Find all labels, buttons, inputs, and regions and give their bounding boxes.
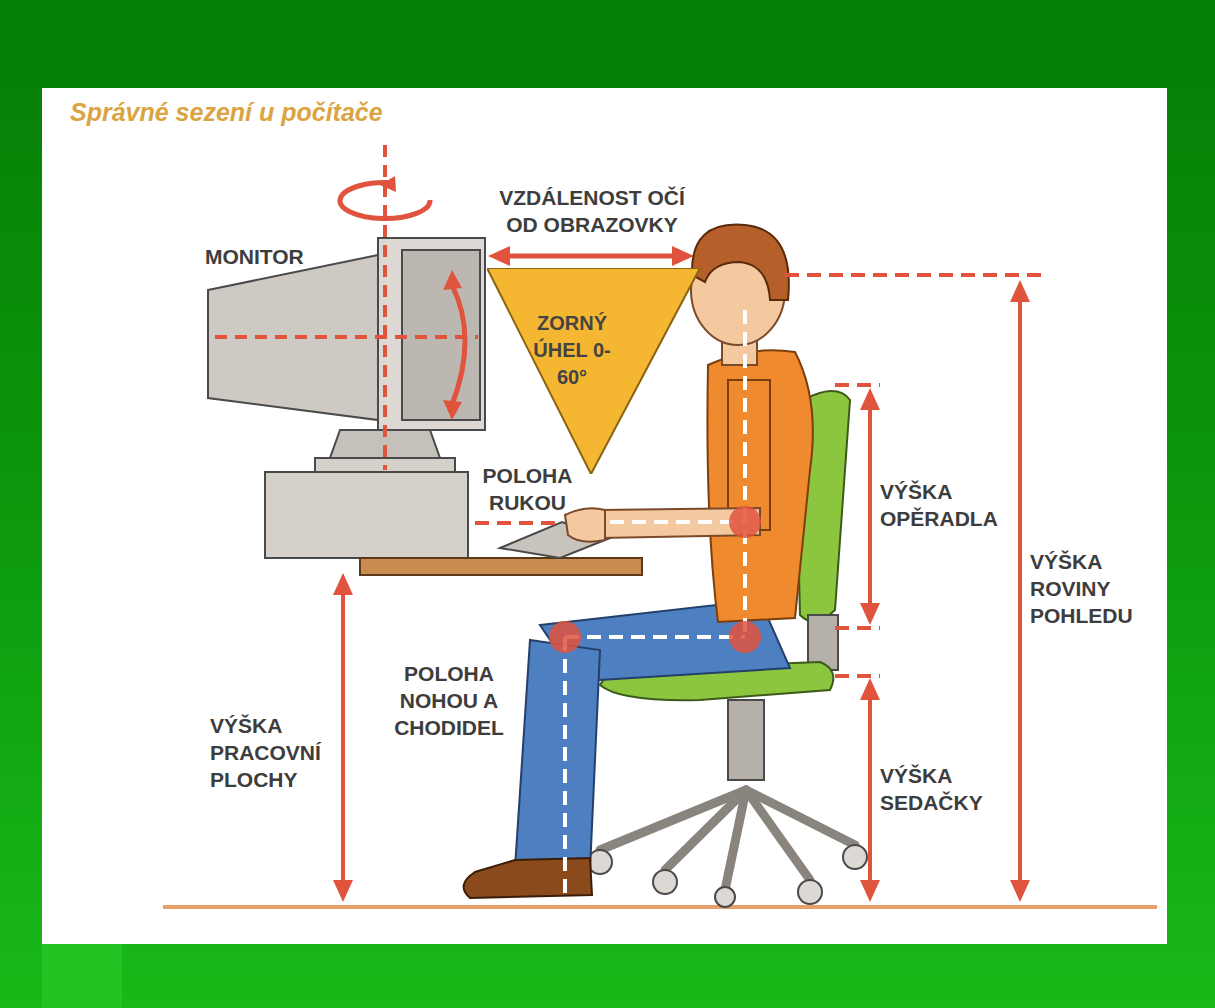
arrow-head xyxy=(380,176,396,192)
arrow-head xyxy=(443,270,462,290)
arrow-head xyxy=(443,400,462,420)
spine-line xyxy=(743,310,747,640)
arrow-head xyxy=(1010,280,1030,302)
tilt-axis xyxy=(215,335,478,339)
desk-top xyxy=(360,558,642,575)
part-label: MONITOR xyxy=(205,243,345,270)
dimension-label: VÝŠKA PRACOVNÍ PLOCHY xyxy=(210,712,335,793)
arrow-head xyxy=(860,678,880,700)
dimension-label: VÝŠKA SEDAČKY xyxy=(880,762,1010,816)
arrow-head xyxy=(333,880,353,902)
wheel xyxy=(843,845,867,869)
dimension-arrows xyxy=(343,298,1020,885)
chair-base xyxy=(600,790,855,890)
chair-leg xyxy=(725,790,746,890)
rotation-arrow xyxy=(340,183,430,219)
green-band xyxy=(0,0,1215,88)
tick-line xyxy=(475,521,555,525)
arrow-head xyxy=(672,246,694,266)
chair-wheels xyxy=(588,845,867,907)
shin-line xyxy=(563,637,567,895)
monitor-bezel xyxy=(378,238,485,430)
tilt-arrow xyxy=(452,285,465,405)
eye-level-line xyxy=(785,273,1048,277)
dimension-label: VÝŠKA ROVINY POHLEDU xyxy=(1030,548,1150,629)
desk-arrow xyxy=(341,592,345,884)
green-strip xyxy=(42,944,122,1008)
forearm-line xyxy=(610,520,745,524)
arrow-head xyxy=(1010,880,1030,902)
arrow-head xyxy=(488,246,510,266)
chair-leg xyxy=(746,790,855,845)
tick-line xyxy=(835,626,880,630)
computer-case xyxy=(265,472,468,558)
tick-line xyxy=(835,383,880,387)
torso xyxy=(707,350,812,622)
joint-marker xyxy=(729,621,761,653)
rotation-axis xyxy=(383,145,387,470)
floor-line xyxy=(163,905,1157,909)
thigh-line xyxy=(565,635,745,639)
hand xyxy=(565,508,605,541)
hair xyxy=(692,225,789,300)
triangle-fill xyxy=(487,268,700,474)
dimension-label: VÝŠKA OPĚRADLA xyxy=(880,478,1015,532)
tick-line xyxy=(835,674,880,678)
wheel xyxy=(715,887,735,907)
chair-leg xyxy=(600,790,746,850)
diagram-title: Správné sezení u počítače xyxy=(70,98,383,127)
wheel xyxy=(798,880,822,904)
joint-marker xyxy=(549,621,581,653)
joint-marker xyxy=(729,506,761,538)
wheel xyxy=(653,870,677,894)
view-angle-triangle: ZORNÝ ÚHEL 0-60° xyxy=(487,268,700,474)
angle-label: ZORNÝ ÚHEL 0-60° xyxy=(527,310,617,391)
chair-column xyxy=(728,700,764,780)
seat-arrow xyxy=(868,695,872,885)
dimension-heads xyxy=(333,280,1030,902)
monitor-body xyxy=(208,255,378,420)
backrest-arrow xyxy=(868,405,872,610)
part-label: POLOHA RUKOU xyxy=(465,462,590,516)
arrow-head xyxy=(333,573,353,595)
shoe xyxy=(464,858,592,898)
lower-leg xyxy=(515,640,600,870)
arrow-head xyxy=(860,603,880,625)
triangle-shape xyxy=(487,268,700,474)
part-label: POLOHA NOHOU A CHODIDEL xyxy=(375,660,523,741)
distance-arrow xyxy=(505,254,678,259)
arrow-head xyxy=(860,388,880,410)
eye-height-arrow xyxy=(1018,298,1022,884)
dimension-label: VZDÁLENOST OČÍ OD OBRAZOVKY xyxy=(482,184,702,238)
arrow-head xyxy=(860,880,880,902)
